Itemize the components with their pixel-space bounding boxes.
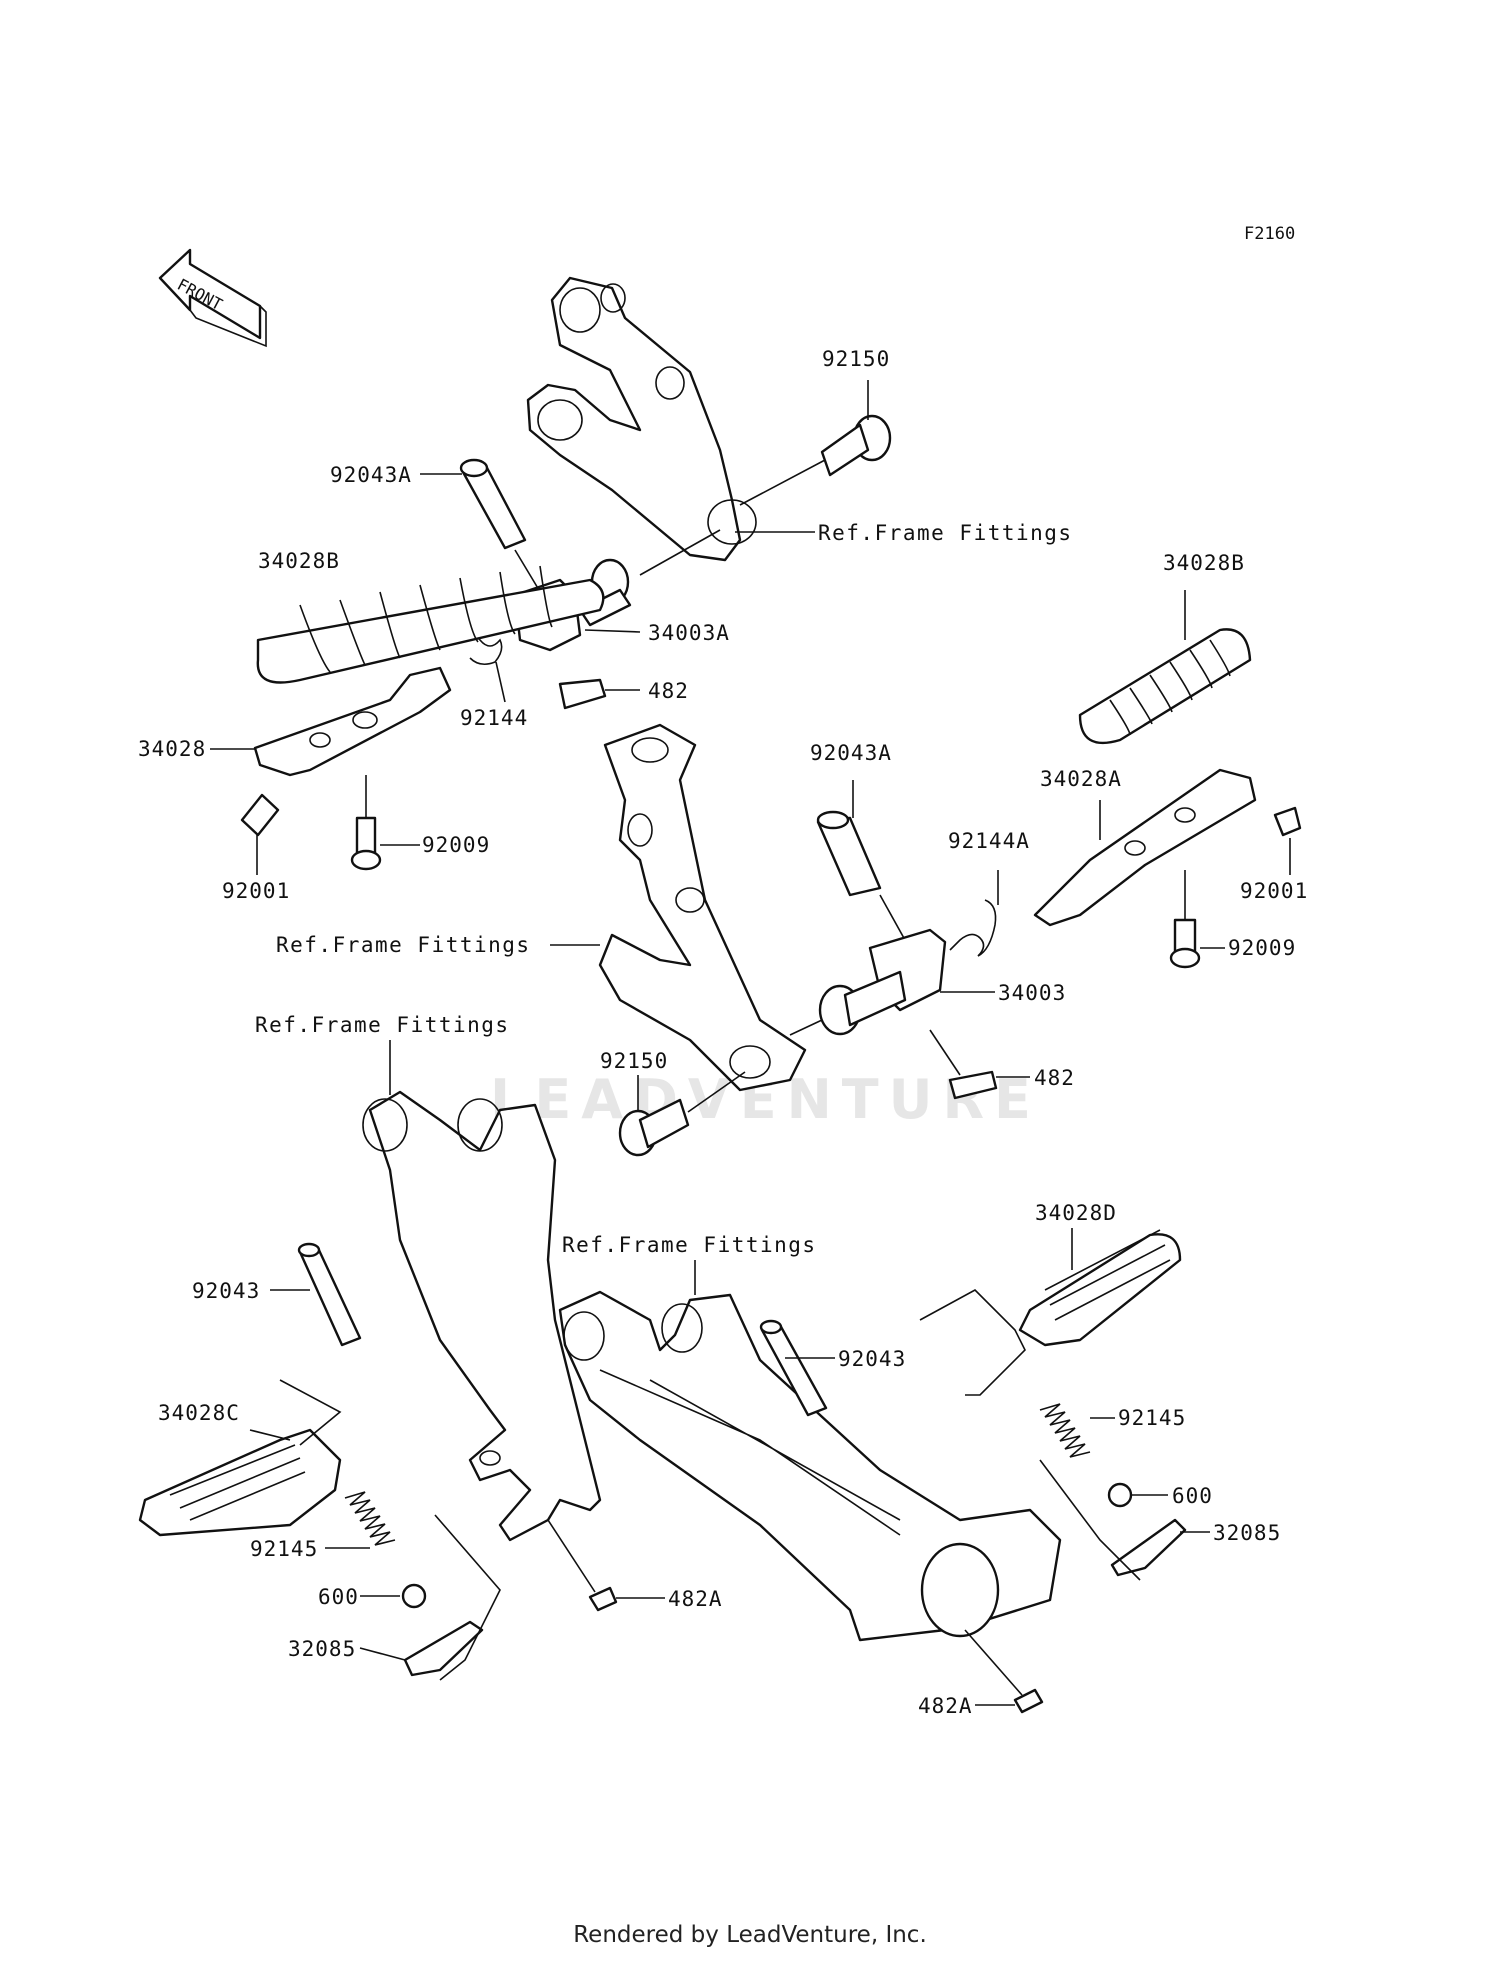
- label-ref-mid: Ref.Frame Fittings: [276, 933, 531, 957]
- label-92043A-left: 92043A: [330, 463, 412, 487]
- ball-600-right-drawing: [1107, 1482, 1168, 1508]
- spring-92145-right-drawing: [1039, 1403, 1115, 1458]
- label-92009-right: 92009: [1228, 936, 1296, 960]
- label-92043A-right: 92043A: [810, 741, 892, 765]
- label-34028D: 34028D: [1035, 1201, 1117, 1225]
- screw-92009-right-drawing: [1169, 870, 1225, 969]
- figure-code: F2160: [1244, 224, 1295, 244]
- label-ref-left-lower: Ref.Frame Fittings: [255, 1013, 510, 1037]
- clip-482-mid-drawing: [929, 1029, 1030, 1100]
- label-482A-left: 482A: [668, 1587, 723, 1611]
- clip-482-top-drawing: [558, 678, 640, 710]
- label-92144: 92144: [460, 706, 528, 730]
- label-34028B-right: 34028B: [1163, 551, 1245, 575]
- label-92009-left: 92009: [422, 833, 490, 857]
- label-92001-left: 92001: [222, 879, 290, 903]
- spring-92144A-drawing: [949, 870, 999, 957]
- clip-482A-bottom-drawing: [964, 1629, 1044, 1714]
- lower-left-bracket-drawing: [362, 1090, 602, 1542]
- label-92001-right: 92001: [1240, 879, 1308, 903]
- label-482A-bottom: 482A: [918, 1694, 973, 1718]
- footer-credit: Rendered by LeadVenture, Inc.: [573, 1922, 927, 1948]
- holder-34028-left-drawing: [210, 666, 452, 777]
- label-34028: 34028: [138, 737, 206, 761]
- label-92150-top: 92150: [822, 347, 890, 371]
- pin-92043-left-drawing: [270, 1242, 362, 1347]
- label-34028C: 34028C: [158, 1401, 240, 1425]
- pin-92043A-left-drawing: [420, 458, 546, 601]
- screw-92009-left-drawing: [350, 775, 420, 871]
- ball-600-left-drawing: [360, 1583, 427, 1609]
- label-600-right: 600: [1172, 1484, 1213, 1508]
- lower-right-bracket-drawing: [558, 1290, 1062, 1642]
- front-arrow-icon: FRONT: [158, 248, 267, 348]
- label-482-mid: 482: [1034, 1066, 1075, 1090]
- upper-bracket-drawing: [526, 276, 757, 562]
- label-92145-right: 92145: [1118, 1406, 1186, 1430]
- bracket-34003-drawing: [789, 928, 995, 1036]
- label-600-left: 600: [318, 1585, 359, 1609]
- label-34003A: 34003A: [648, 621, 730, 645]
- label-482-top: 482: [648, 679, 689, 703]
- label-ref-right-lower: Ref.Frame Fittings: [562, 1233, 817, 1257]
- spring-92144-drawing: [459, 633, 506, 703]
- nipple-92001-right-drawing: [1273, 806, 1302, 875]
- label-92145-left: 92145: [250, 1537, 318, 1561]
- clip-32085-left-drawing: [359, 1514, 501, 1681]
- label-92144A: 92144A: [948, 829, 1030, 853]
- holder-34028A-right-drawing: [1033, 768, 1257, 927]
- peg-34028C-left-drawing: [138, 1379, 342, 1537]
- clip-32085-right-drawing: [1039, 1459, 1210, 1581]
- pin-92043A-right-drawing: [816, 780, 906, 941]
- pin-92043-right-drawing: [759, 1319, 835, 1417]
- peg-34028D-right-drawing: [919, 1228, 1182, 1396]
- nipple-92001-left-drawing: [240, 793, 280, 875]
- spring-92145-left-drawing: [325, 1491, 396, 1549]
- label-ref-top: Ref.Frame Fittings: [818, 521, 1073, 545]
- rubber-34028B-right-drawing: [1078, 590, 1252, 745]
- label-92150-mid: 92150: [600, 1049, 668, 1073]
- clip-482A-left-drawing: [547, 1519, 665, 1612]
- rubber-34028B-left-drawing: [256, 565, 605, 684]
- middle-bracket-drawing: [598, 723, 807, 1092]
- bolt-92150-mid-drawing: [618, 1071, 746, 1157]
- label-34028A: 34028A: [1040, 767, 1122, 791]
- label-92043-left: 92043: [192, 1279, 260, 1303]
- label-32085-left: 32085: [288, 1637, 356, 1661]
- label-34028B-left: 34028B: [258, 549, 340, 573]
- label-32085-right: 32085: [1213, 1521, 1281, 1545]
- label-92043-right: 92043: [838, 1347, 906, 1371]
- bolt-92150-top-drawing: [739, 380, 892, 506]
- label-34003: 34003: [998, 981, 1066, 1005]
